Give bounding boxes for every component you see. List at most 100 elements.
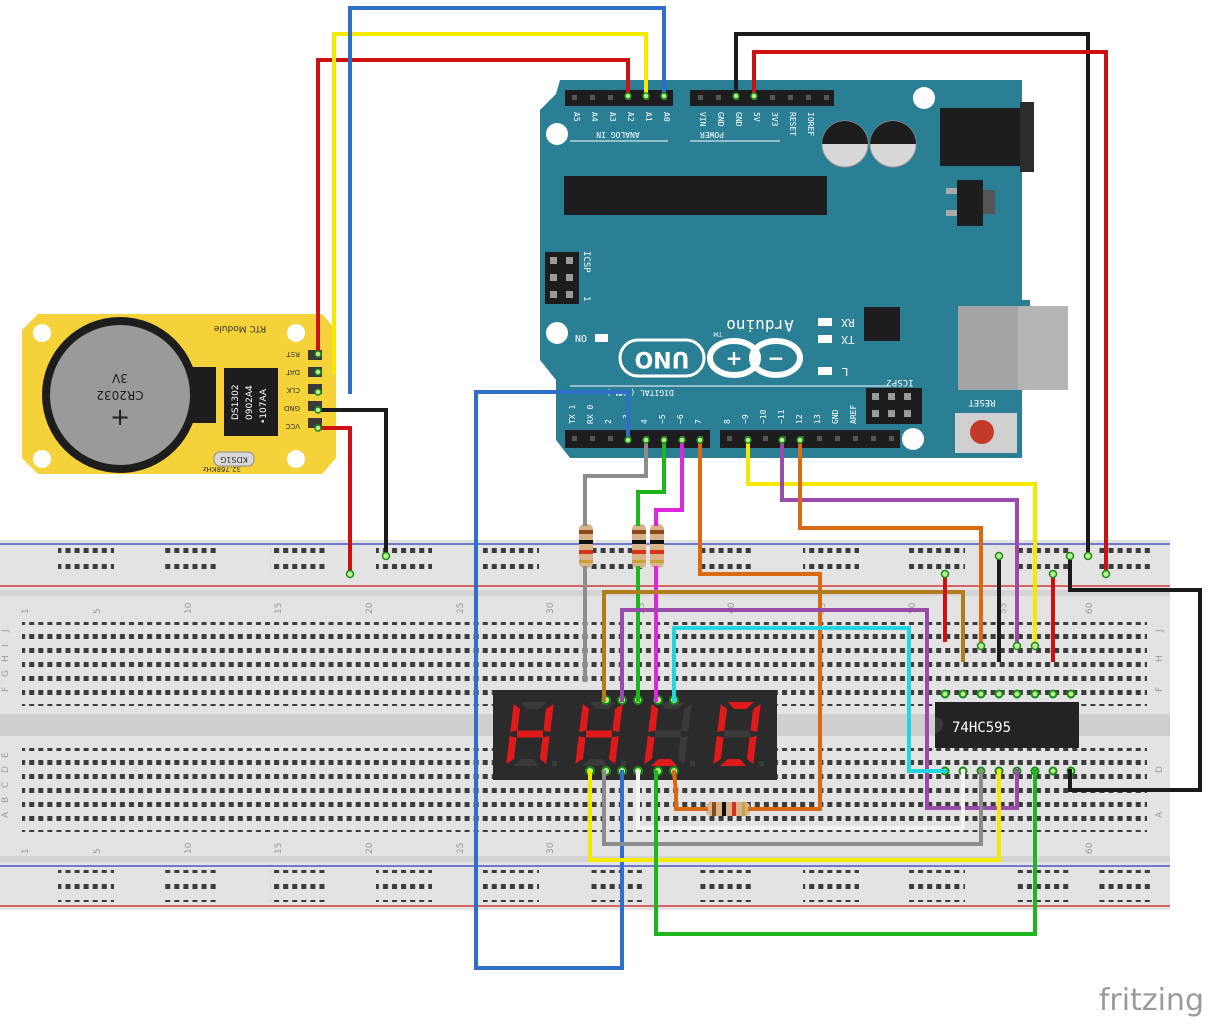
pin-label: AREF xyxy=(849,405,858,424)
wire-yellow xyxy=(588,769,1001,862)
row-letter: B xyxy=(1,797,11,803)
segment-f xyxy=(579,704,590,732)
row-letter: H xyxy=(1155,655,1165,662)
wire-black xyxy=(1068,554,1202,792)
wire-gray xyxy=(583,438,648,526)
segment-c xyxy=(608,736,619,764)
pin-label: RX 0 xyxy=(586,405,595,424)
rtc-pin-label: CLK xyxy=(286,386,300,394)
row-letter: F xyxy=(1155,687,1165,692)
col-number: 55 xyxy=(999,603,1009,614)
resistors xyxy=(579,524,750,816)
chip-text: 0902A4 xyxy=(245,385,255,420)
wire-orange xyxy=(671,769,708,811)
decimal-point xyxy=(552,761,557,766)
pin-label: GND xyxy=(734,112,743,127)
battery-type: CR2032 xyxy=(96,388,143,402)
wire-cyan xyxy=(672,626,947,773)
pin-label: VIN xyxy=(698,112,707,127)
row-letter: F xyxy=(1,687,11,692)
pin-label: 7 xyxy=(694,419,703,424)
pin-label: A3 xyxy=(608,112,617,122)
pin-label: ~5 xyxy=(658,414,667,424)
wire-yellow xyxy=(332,32,648,374)
row-letter: I xyxy=(1,644,11,647)
col-number: 1 xyxy=(21,848,31,854)
pin-label: ~10 xyxy=(759,409,768,424)
wire-purple xyxy=(620,608,1019,810)
decimal-point xyxy=(621,761,626,766)
wire-brown xyxy=(602,590,965,702)
svg-text:−: − xyxy=(768,346,785,370)
wire-red xyxy=(316,58,630,356)
segment-g xyxy=(586,730,612,738)
digital-label: DIGITAL (PWM~) xyxy=(606,388,673,397)
row-letter: H xyxy=(1,655,11,662)
pin-label: 2 xyxy=(604,419,613,424)
resistor xyxy=(706,802,750,816)
col-number: 5 xyxy=(93,608,103,614)
segment-a xyxy=(728,702,754,709)
segment-d xyxy=(720,759,746,766)
col-number: 5 xyxy=(93,848,103,854)
segment-c xyxy=(746,736,757,764)
row-letter: A xyxy=(1155,811,1165,818)
segment-d xyxy=(651,759,677,766)
wire-black xyxy=(734,32,1090,558)
segment-e xyxy=(575,736,586,764)
row-letter: E xyxy=(1,752,11,758)
tx-label: TX xyxy=(841,333,855,346)
reset-button[interactable] xyxy=(970,420,994,444)
fritzing-logo: fritzing xyxy=(1098,983,1204,1018)
rtc-pin-label: GND xyxy=(284,404,300,412)
pin-label: 3V3 xyxy=(770,112,779,127)
row-letter: J xyxy=(1155,629,1165,633)
col-number: 30 xyxy=(546,842,556,854)
uno-logo: UNO xyxy=(635,346,690,371)
svg-text:+: + xyxy=(726,346,743,370)
display-digit xyxy=(713,702,764,766)
rtc-pin-label: VCC xyxy=(285,422,300,430)
segment-g xyxy=(655,730,681,738)
icsp2-label: ICSP2 xyxy=(886,377,913,387)
segment-c xyxy=(677,736,688,764)
segment-g xyxy=(517,730,543,738)
segment-d xyxy=(513,759,539,766)
col-number: 60 xyxy=(1085,602,1095,614)
chip-label: 74HC595 xyxy=(952,720,1011,736)
display-digits xyxy=(506,702,764,766)
wire-yellow xyxy=(746,438,1037,648)
display-digit xyxy=(644,702,695,766)
resistor xyxy=(632,524,646,568)
battery-voltage: 3V xyxy=(111,371,128,385)
wire-white xyxy=(636,769,965,830)
segment-e xyxy=(713,736,724,764)
display-digit xyxy=(575,702,626,766)
wire-purple xyxy=(780,438,1019,648)
row-letter: J xyxy=(1,629,11,633)
rx-label: RX xyxy=(841,316,855,329)
segment-f xyxy=(717,704,728,732)
resistor xyxy=(650,524,664,568)
battery-plus: + xyxy=(110,403,130,431)
rtc-pin-label: DAT xyxy=(285,368,300,376)
segment-f xyxy=(648,704,659,732)
row-letter: D xyxy=(1,766,11,773)
col-number: 60 xyxy=(1085,842,1095,854)
col-number: 25 xyxy=(456,603,466,614)
segment-b xyxy=(750,704,761,732)
pin-label: IOREF xyxy=(806,112,815,136)
l-label: L xyxy=(841,365,848,378)
row-letter: C xyxy=(1,782,11,788)
segment-a xyxy=(521,702,547,709)
pin-label: A2 xyxy=(626,112,635,122)
segment-b xyxy=(543,704,554,732)
decimal-point xyxy=(759,761,764,766)
wire-green xyxy=(636,438,666,526)
pin-label: TX 1 xyxy=(568,405,577,424)
trademark: TM xyxy=(713,330,723,337)
col-number: 20 xyxy=(365,602,375,614)
crystal-label: KDS1G xyxy=(220,455,248,464)
analog-header-label: ANALOG IN xyxy=(596,130,640,139)
